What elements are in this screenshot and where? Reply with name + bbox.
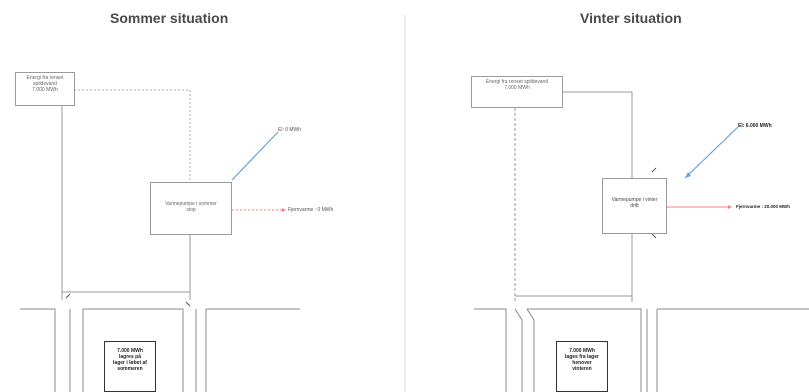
winter-storage-line4: vinteren	[572, 366, 592, 372]
winter-storage-box: 7.000 MWh lages fra lager henover vinter…	[556, 341, 608, 392]
summer-hp-line2: stop	[186, 207, 196, 213]
winter-district-label: Fjernvarme : 20.000 MWh	[736, 204, 791, 209]
winter-el-arrow	[684, 126, 739, 179]
winter-storage-line3: henover	[572, 360, 592, 366]
winter-hp-line2: drift	[630, 203, 639, 209]
summer-storage-line2: lagres på	[119, 354, 141, 360]
winter-top-flow-line	[562, 91, 633, 178]
winter-storage-line2: lages fra lager	[565, 354, 599, 360]
winter-pipe-b	[526, 308, 535, 392]
summer-hp-line1: Varmepumpe i sommer	[165, 201, 217, 207]
summer-title: Sommer situation	[110, 10, 229, 26]
winter-source-line1: Energi fra renset spildevand	[485, 79, 549, 85]
summer-el-arrow	[231, 131, 279, 181]
winter-heatpump-box: Varmepumpe i vinter drift	[602, 178, 667, 234]
summer-storage-line1: 7.000 MWh	[117, 348, 143, 354]
winter-source-box: Energi fra renset spildevand 7.000 MWh	[471, 76, 563, 108]
summer-ground-left	[20, 308, 56, 392]
summer-source-line1: Energi fra renset spildevand	[26, 75, 64, 87]
winter-hp-line1: Varmepumpe i vinter	[611, 197, 658, 203]
summer-source-line2: 7.000 MWh	[32, 87, 58, 93]
winter-pipe-a	[514, 308, 523, 392]
winter-pipe-c	[527, 308, 642, 392]
summer-source-box: Energi fra renset spildevand 7.000 MWh	[15, 72, 75, 106]
winter-ground-left	[474, 308, 507, 392]
summer-storage-box: 7.000 MWh lagres på lager i løbet af som…	[104, 341, 156, 392]
summer-top-flow-line	[74, 89, 191, 182]
winter-storage-line1: 7.000 MWh	[569, 348, 595, 354]
summer-heatpump-box: Varmepumpe i sommer stop	[150, 182, 232, 235]
winter-title: Vinter situation	[580, 10, 682, 26]
winter-el-label: El: 6.000 MWh	[738, 123, 772, 129]
summer-el-label: El: 0 MWh	[278, 127, 302, 133]
summer-pipe-c	[83, 308, 184, 392]
summer-storage-line4: sommeren	[117, 366, 143, 372]
summer-district-label: Fjernvarme : 0 MWh	[288, 207, 334, 213]
summer-storage-line3: lager i løbet af	[113, 360, 147, 366]
winter-source-line2: 7.000 MWh	[504, 85, 530, 91]
